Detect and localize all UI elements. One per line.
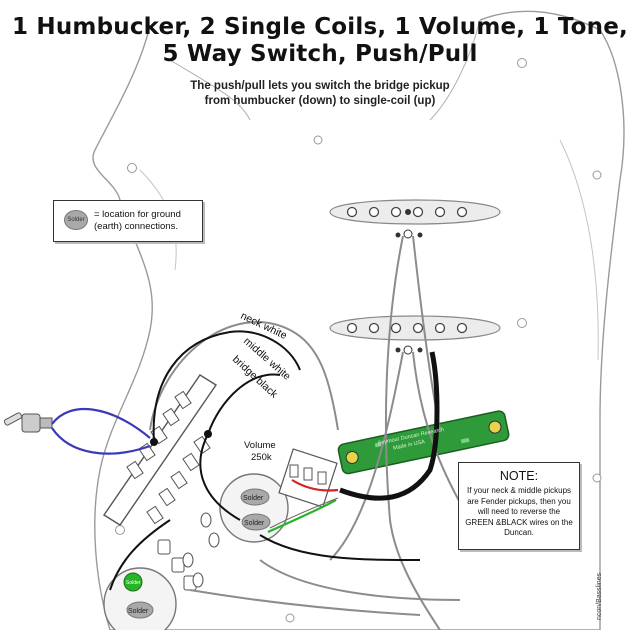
toggle-switch-icon [3,412,53,433]
note-title: NOTE: [499,469,539,483]
volume-pot [219,448,338,543]
diagram-title-line2: 5 Way Switch, Push/Pull [162,41,478,67]
push-pull-switch [182,512,220,588]
neck-pocket-outline [169,19,481,121]
subtitle-line1: The push/pull lets you switch the bridge… [190,80,450,92]
bridge-humbucker [337,410,510,475]
solder-label-volume-bottom: Solder [244,520,265,527]
green-wire [267,499,337,534]
black-wires [109,330,421,591]
solder-legend-text: = location for ground (earth) connection… [94,209,181,232]
solder-legend: Solder = location for ground (earth) con… [53,200,203,242]
fender-pickup-note: NOTE: If your neck & middle pickups are … [458,462,580,550]
solder-label-volume-top: Solder [243,495,264,502]
credit-text: ncon/Basslines [596,572,603,620]
white-wire [269,497,339,529]
red-wire [291,479,339,492]
solder-legend-dot: Solder [64,210,88,230]
middle-pickup [329,315,501,355]
volume-value-label: 250k [251,452,272,463]
neck-pickup [329,199,501,239]
blue-wire [51,407,151,455]
five-way-switch [103,374,217,526]
solder-label-tone-cap: Solder [126,580,141,586]
bridge-ground-wire [339,351,440,501]
screw-holes [115,58,602,623]
note-text: If your neck & middle pickups are Fender… [465,486,573,537]
solder-label-tone: Solder [128,608,149,615]
subtitle-line2: from humbucker (down) to single-coil (up… [204,95,436,107]
diagram-title-line1: 1 Humbucker, 2 Single Coils, 1 Volume, 1… [11,14,628,40]
gray-wires [149,235,471,630]
tone-pot [103,539,197,630]
volume-label: Volume [244,440,276,451]
